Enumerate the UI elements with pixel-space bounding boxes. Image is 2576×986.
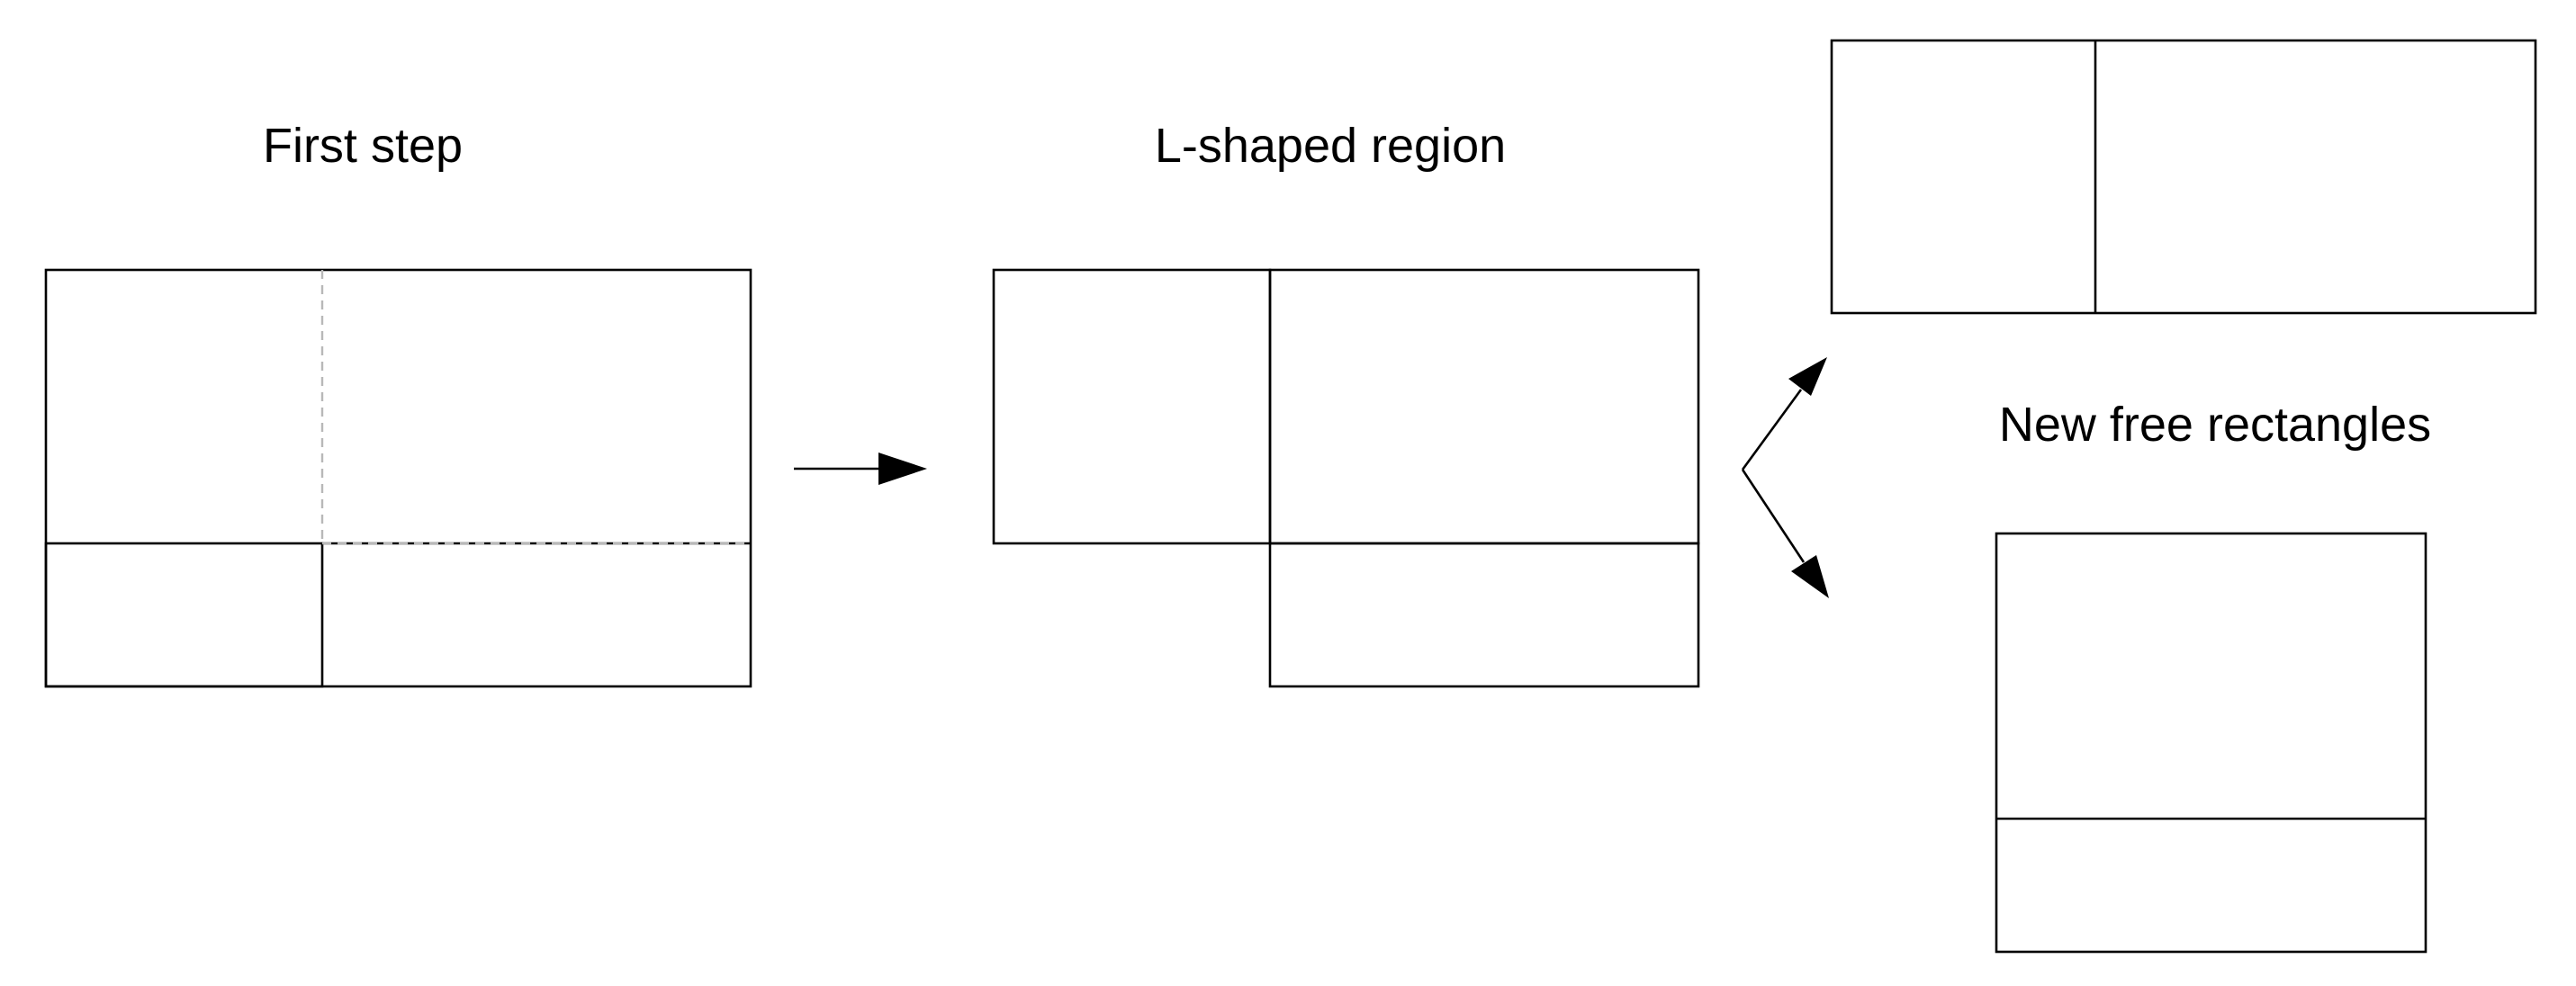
- upper-left-region: [992, 268, 1272, 545]
- lower-right-region: [1268, 542, 1700, 688]
- free-rectangle-top-outline: [1830, 39, 2537, 315]
- bin-outline: [44, 268, 752, 688]
- lower-branch-shaft: [1741, 469, 1806, 563]
- placed-item: [44, 542, 324, 688]
- new-free-rectangles-caption: New free rectangles: [1999, 398, 2431, 452]
- right-arrow-head: [878, 453, 927, 485]
- new-free-rectangles-panel: New free rectangles: [1830, 39, 2537, 954]
- l-shaped-region-caption: L-shaped region: [1155, 119, 1506, 173]
- l-shaped-region-panel: L-shaped region: [992, 119, 1700, 688]
- right-arrow: [794, 453, 927, 485]
- first-step-caption: First step: [263, 119, 463, 173]
- upper-branch-head: [1788, 357, 1827, 396]
- branch-arrows: [1741, 357, 1829, 598]
- first-step-panel: First step: [44, 119, 752, 688]
- free-rectangle-bottom-outline: [1995, 532, 2427, 954]
- lower-branch-head: [1791, 555, 1829, 598]
- upper-branch-shaft: [1741, 389, 1803, 471]
- upper-right-region: [1268, 268, 1700, 545]
